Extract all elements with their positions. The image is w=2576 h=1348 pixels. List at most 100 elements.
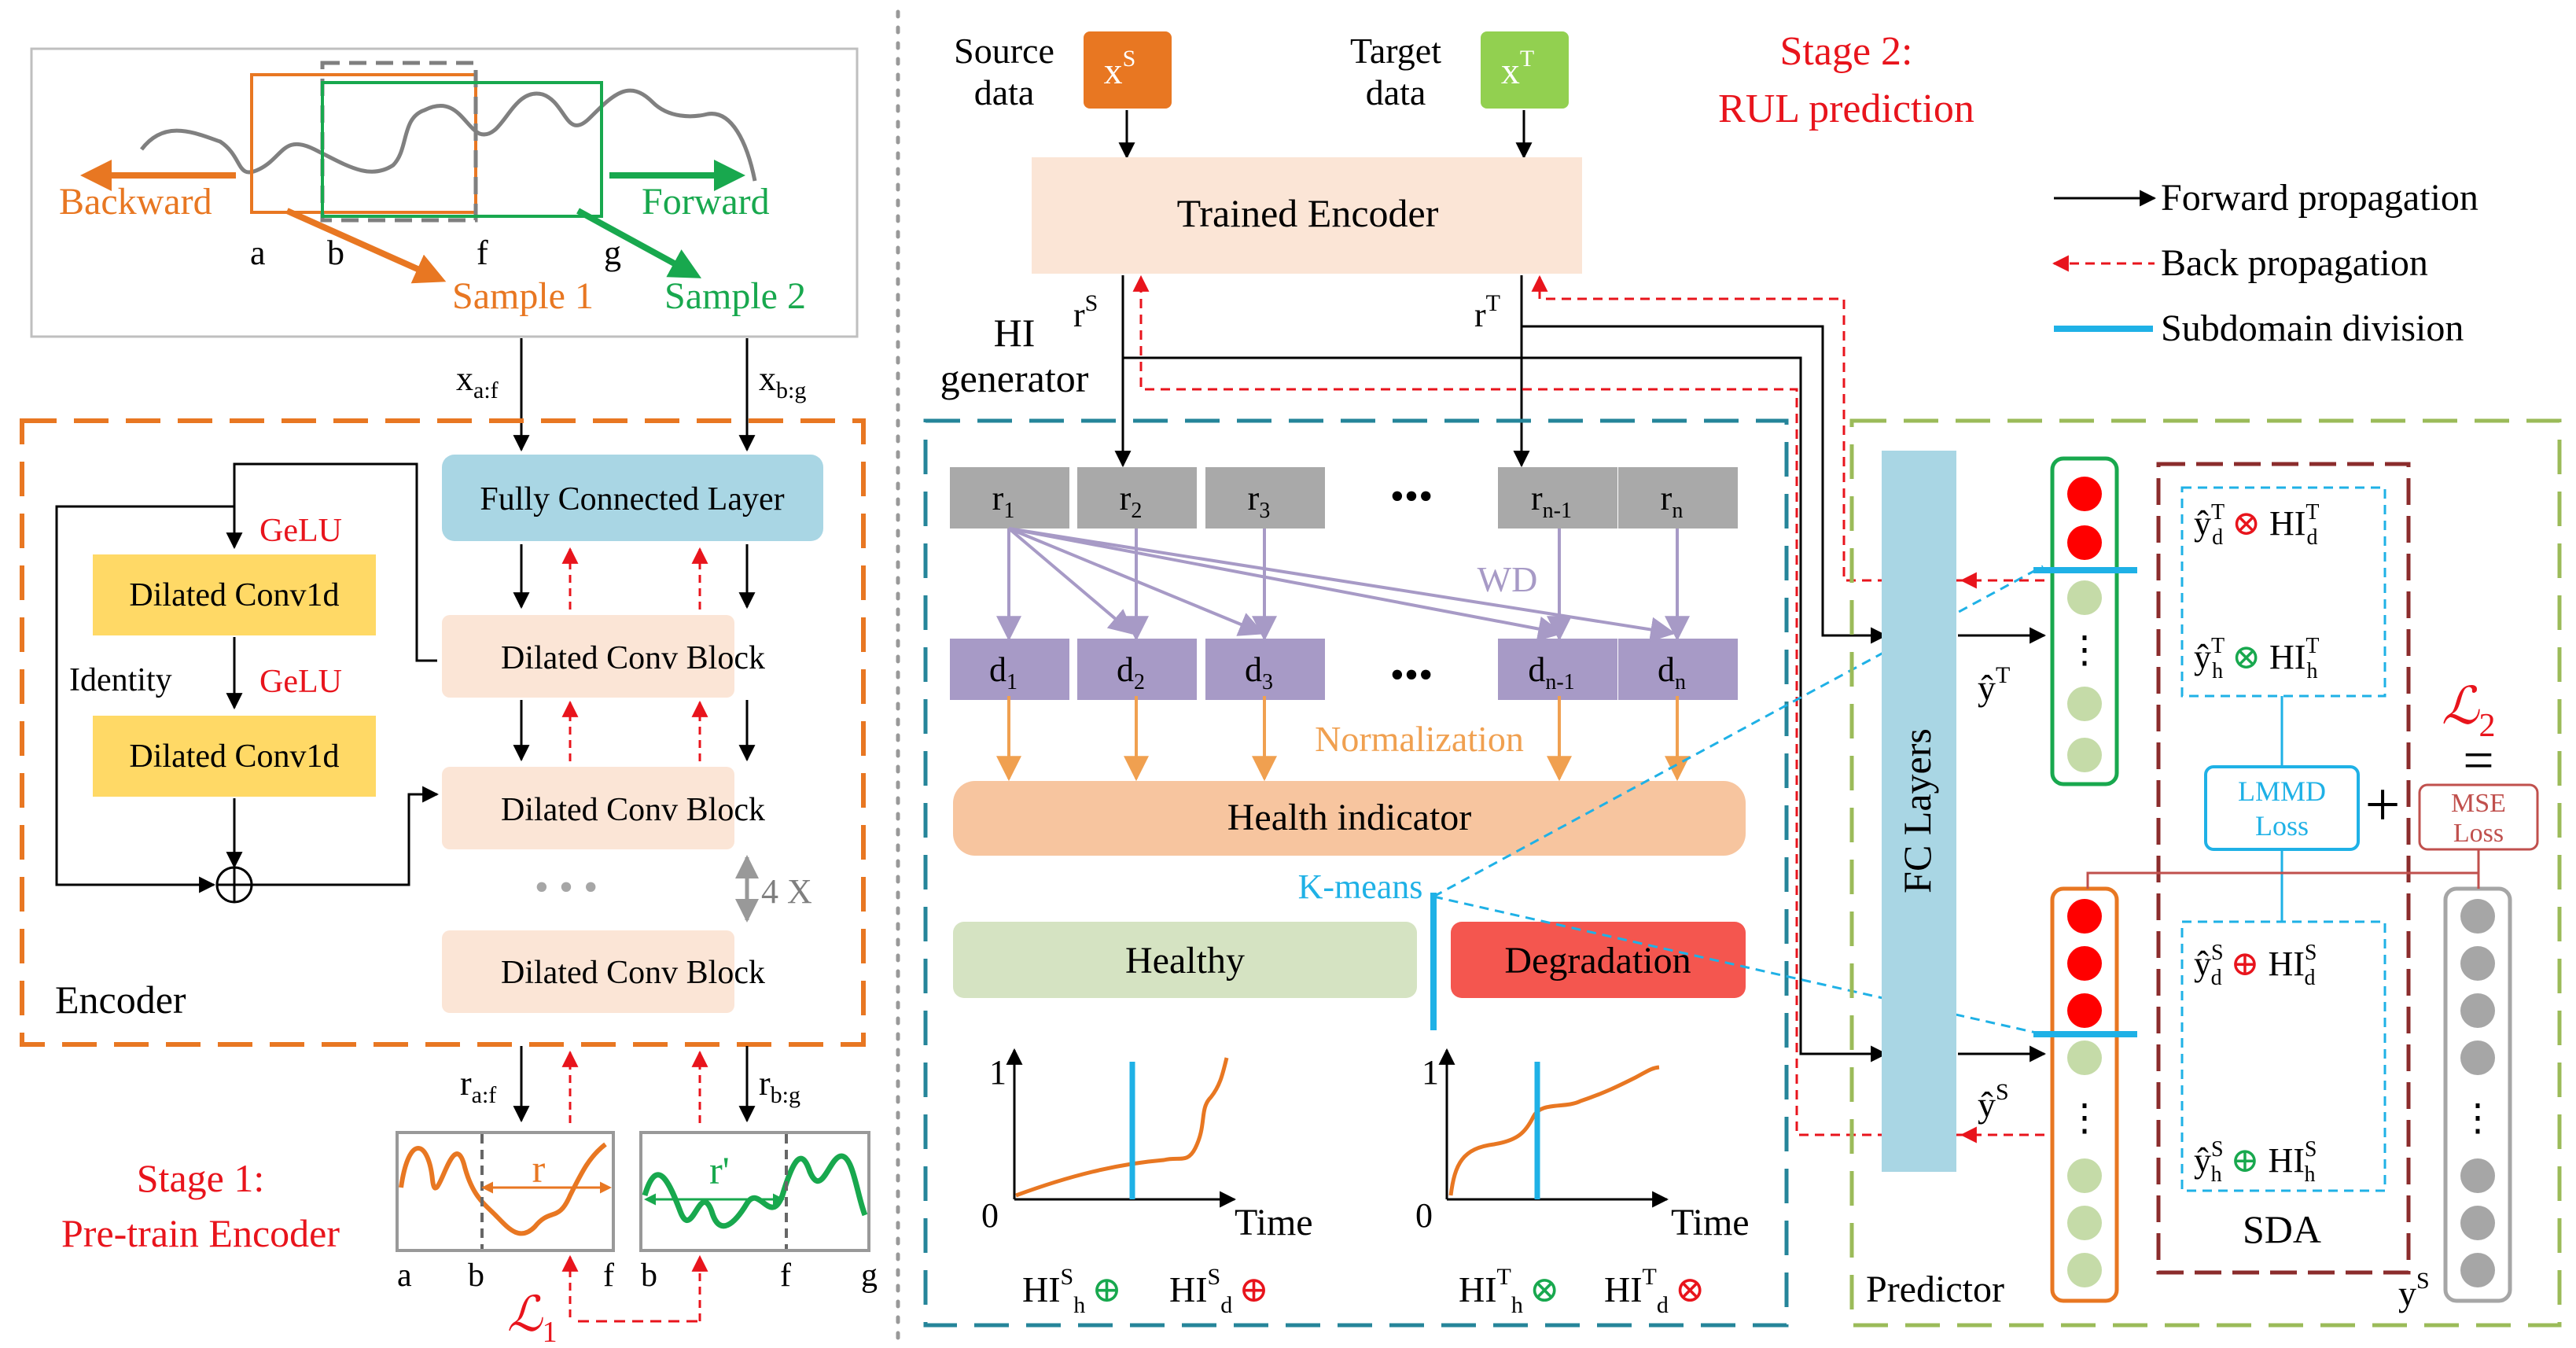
forward-label: Forward (642, 181, 770, 223)
bottom-f: f (603, 1258, 614, 1294)
identity-label: Identity (69, 662, 172, 698)
stage2-panel: Source data xS Target data xT Stage 2: R… (923, 29, 2044, 1328)
d-cell-label-5: dn (1658, 650, 1686, 694)
block-entry-line (226, 462, 437, 662)
health-indicator-label: Health indicator (1227, 797, 1472, 838)
r-cell-5 (1618, 467, 1738, 529)
r-cell-label-4: rn-1 (1531, 479, 1572, 523)
target-out-circle-5 (2067, 687, 2102, 721)
d-cell-label-4: dn-1 (1528, 650, 1574, 694)
bottom-b2: b (641, 1258, 657, 1294)
ground-truth-circles: ⋮ (2459, 899, 2497, 1287)
hit-h-term: HITh⊗ (1459, 1264, 1559, 1318)
loss2-label: ℒ2 (2442, 678, 2496, 744)
xs-label: xS (1104, 46, 1136, 92)
raf-label: ra:f (460, 1064, 496, 1108)
dilated-conv-block-1 (442, 615, 734, 698)
r-cell-label-2: r2 (1120, 479, 1143, 523)
fc-layers (1882, 451, 1956, 1172)
mse-line2: Loss (2453, 819, 2504, 848)
health-indicator (953, 781, 1746, 856)
point-g: g (604, 234, 621, 272)
source-plot-y0: 0 (981, 1196, 999, 1235)
window-green (321, 81, 603, 218)
source-out-circle-7 (2067, 1206, 2102, 1240)
d-cell-label-2: d2 (1117, 650, 1145, 694)
xbg-label: xb:g (759, 359, 806, 403)
truth-circle-8 (2460, 1253, 2495, 1287)
healthy-label: Healthy (1125, 940, 1245, 982)
source-output-circles: ⋮ (2066, 899, 2103, 1287)
trained-encoder-label: Trained Encoder (1177, 191, 1439, 235)
truth-circle-6 (2460, 1158, 2495, 1193)
source-out-circle-2 (2067, 946, 2102, 981)
sample2-label: Sample 2 (664, 275, 806, 317)
lmmd-line2: Loss (2255, 810, 2309, 842)
hi-generator-box (923, 418, 1789, 1328)
yt-hat-label: ŷT (1978, 662, 2010, 708)
loss1-label: ℒ1 (507, 1288, 558, 1348)
encoder-box (20, 418, 866, 1047)
legend-subdomain: Subdomain division (2161, 308, 2464, 349)
target-plot-y1: 1 (1422, 1053, 1439, 1092)
encoder-label: Encoder (55, 978, 186, 1022)
wd-label: WD (1478, 559, 1538, 599)
target-out-circle-1 (2067, 477, 2102, 511)
window-orange (250, 73, 477, 214)
d-dots: ••• (1390, 653, 1433, 698)
repeat-label: 4 X (761, 872, 812, 911)
d-cell-5 (1618, 639, 1738, 700)
equals-sign: = (2463, 731, 2493, 791)
healthy-box (953, 922, 1417, 998)
source-input-box (1084, 31, 1172, 109)
dilated-conv1d-2-label: Dilated Conv1d (129, 738, 339, 775)
predictor-label: Predictor (1866, 1269, 2004, 1310)
d-cell-1 (950, 639, 1069, 700)
dilated-conv1d-1 (93, 554, 376, 635)
dilated-conv-block-n-label: Dilated Conv Block (501, 955, 765, 991)
target-out-vdots: ⋮ (2066, 629, 2103, 671)
mse-line1: MSE (2451, 789, 2506, 818)
truth-circle-2 (2460, 946, 2495, 981)
d-cell-4 (1498, 639, 1617, 700)
r-cell-2 (1077, 467, 1197, 529)
legend-forward: Forward propagation (2161, 177, 2478, 219)
target-data-line1: Target (1350, 31, 1441, 71)
sda-label: SDA (2243, 1207, 2321, 1251)
rt-label: rT (1474, 290, 1500, 334)
source-data-line2: data (974, 72, 1035, 112)
point-b: b (327, 234, 344, 272)
ys-label: yS (2398, 1268, 2430, 1313)
source-plot-time: Time (1235, 1202, 1313, 1243)
target-out-circle-6 (2067, 738, 2102, 772)
r-cell-3 (1205, 467, 1325, 529)
target-out-circle-2 (2067, 525, 2102, 560)
stage2-title-line2: RUL prediction (1718, 87, 1974, 131)
target-plot-y0: 0 (1415, 1196, 1433, 1235)
gelu-1: GeLU (259, 513, 342, 549)
r-cell-label-3: r3 (1248, 479, 1271, 523)
rs-label: rS (1073, 290, 1098, 334)
d-cell-3 (1205, 639, 1325, 700)
rbg-label: rb:g (759, 1064, 800, 1108)
truth-circle-3 (2460, 993, 2495, 1028)
r-label: r (532, 1147, 546, 1191)
stage1-panel: Backward Forward a b f g Sample 1 Sample… (20, 47, 878, 1348)
target-hi-plot: 1 0 Time (1415, 1048, 1750, 1243)
target-output-circles: ⋮ (2066, 477, 2103, 772)
dilated-conv1d-2 (93, 716, 376, 797)
normalization-arrows (996, 696, 1690, 782)
plus-sign: + (2364, 771, 2400, 840)
r-cell-4 (1498, 467, 1617, 529)
source-sda-terms (2180, 920, 2386, 1192)
hit-d-term: HITd⊗ (1604, 1264, 1705, 1318)
source-out-vdots: ⋮ (2066, 1097, 2103, 1139)
stage1-title-line2: Pre-train Encoder (61, 1211, 340, 1255)
r-cell-1 (950, 467, 1069, 529)
